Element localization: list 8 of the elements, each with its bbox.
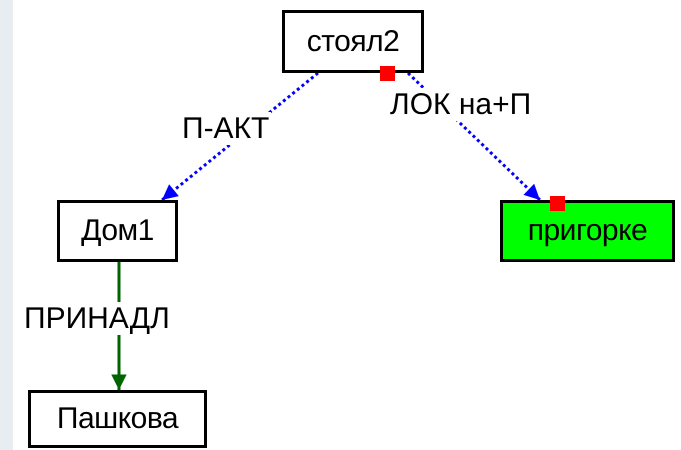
node-box — [57, 200, 178, 262]
node-box — [500, 200, 675, 262]
node-label: пригорке — [528, 214, 648, 248]
node-box — [28, 390, 207, 448]
node-label: стоял2 — [306, 24, 400, 58]
node-label: Пашкова — [56, 402, 178, 436]
node-box — [282, 10, 424, 73]
node-label: Дом1 — [81, 214, 154, 248]
